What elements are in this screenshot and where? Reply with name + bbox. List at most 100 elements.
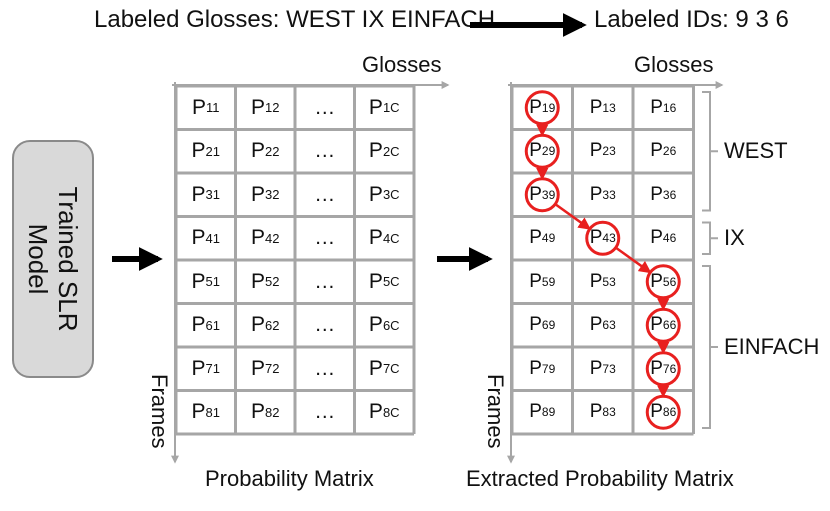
cell-symbol: P (251, 182, 266, 206)
cell-index: 6C (382, 317, 400, 333)
cell-index: 56 (662, 274, 677, 289)
cell-symbol: P (589, 183, 603, 205)
cell-index: 71 (205, 361, 220, 377)
cell-symbol: P (529, 270, 542, 292)
cell-symbol: P (251, 139, 266, 163)
model-box (12, 140, 94, 378)
cell-symbol: … (314, 95, 336, 119)
left-matrix-cell: … (295, 217, 355, 261)
cell-index: 5C (382, 274, 400, 290)
cell-index: 62 (265, 317, 280, 333)
segment-label: IX (724, 225, 745, 251)
cell-symbol: P (589, 140, 603, 162)
left-matrix-cell: … (295, 86, 355, 130)
segment-label: EINFACH (724, 334, 820, 359)
cell-index: 4C (382, 230, 400, 246)
cell-index: 46 (662, 231, 677, 246)
cell-symbol: P (191, 226, 206, 250)
cell-index: 41 (205, 230, 220, 246)
cell-symbol: P (368, 139, 383, 163)
left-matrix-cell: … (295, 347, 355, 391)
cell-index: 13 (602, 100, 616, 115)
left-glosses-axis-label: Glosses (362, 52, 442, 77)
cell-symbol: P (251, 356, 266, 380)
cell-symbol: P (589, 314, 603, 336)
left-matrix-cell: … (295, 304, 355, 348)
left-matrix-cell: … (295, 130, 355, 174)
cell-symbol: P (368, 313, 383, 337)
cell-symbol: P (650, 357, 663, 379)
cell-index: 72 (265, 361, 280, 377)
cell-symbol: P (368, 95, 383, 119)
cell-symbol: P (191, 269, 206, 293)
cell-symbol: P (529, 401, 542, 423)
segment-label: WEST (724, 138, 788, 164)
cell-index: 59 (541, 274, 556, 289)
cell-symbol: P (368, 356, 383, 380)
cell-index: 39 (541, 187, 556, 202)
cell-symbol: … (314, 356, 336, 380)
cell-symbol: P (589, 357, 603, 379)
cell-index: 69 (541, 318, 556, 333)
left-matrix-cell: … (295, 173, 355, 217)
cell-index: 19 (541, 100, 556, 115)
right-glosses-axis-label: Glosses (634, 52, 714, 77)
cell-index: 81 (205, 404, 220, 420)
cell-index: 66 (662, 318, 677, 333)
cell-symbol: P (191, 356, 206, 380)
cell-index: 42 (265, 230, 280, 246)
cell-index: 8C (382, 404, 400, 420)
cell-symbol: … (314, 182, 336, 206)
cell-index: 73 (602, 361, 616, 376)
cell-symbol: P (650, 227, 663, 249)
cell-symbol: P (650, 140, 663, 162)
cell-symbol: P (251, 269, 266, 293)
cell-index: 33 (602, 187, 616, 202)
segment-bracket (702, 265, 718, 429)
cell-index: 49 (541, 231, 556, 246)
segment-bracket (702, 91, 718, 212)
cell-symbol: P (589, 227, 603, 249)
right-matrix-caption: Extracted Probability Matrix (466, 466, 734, 491)
cell-index: 22 (265, 143, 280, 159)
cell-symbol: P (368, 182, 383, 206)
cell-index: 82 (265, 404, 280, 420)
cell-symbol: P (529, 183, 542, 205)
cell-symbol: P (191, 400, 206, 424)
cell-symbol: P (650, 183, 663, 205)
cell-symbol: P (589, 270, 603, 292)
cell-symbol: … (314, 226, 336, 250)
cell-index: 26 (662, 144, 677, 159)
cell-index: 86 (662, 405, 677, 420)
cell-symbol: P (650, 270, 663, 292)
cell-symbol: P (191, 313, 206, 337)
